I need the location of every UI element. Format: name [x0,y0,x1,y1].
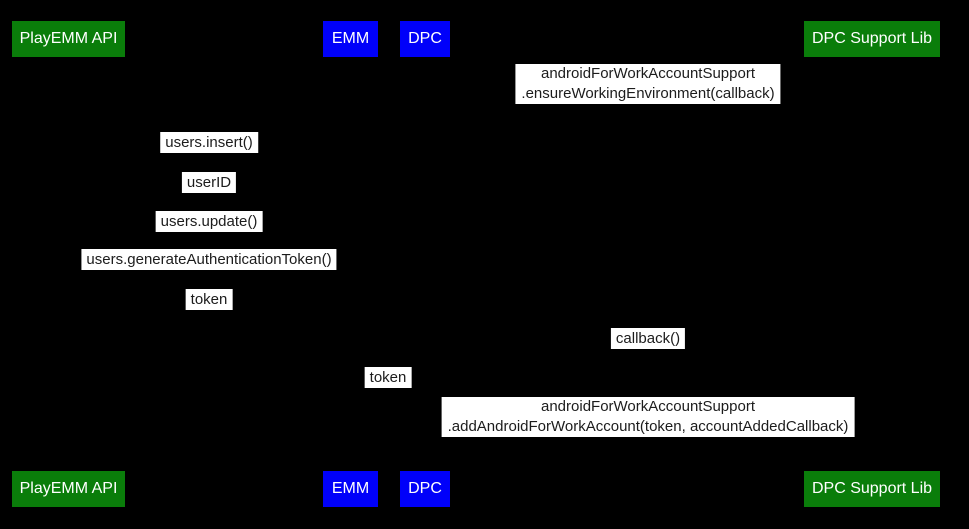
actor-dpc-support-lib-bottom: DPC Support Lib [804,471,940,507]
message-user-id: userID [181,172,237,193]
actor-emm-bottom: EMM [323,471,378,507]
actor-dpc-bottom: DPC [400,471,450,507]
actor-dpc-support-lib-top: DPC Support Lib [804,21,940,57]
actor-playemm-api-bottom: PlayEMM API [12,471,125,507]
actor-playemm-api-top: PlayEMM API [12,21,125,57]
message-line: .addAndroidForWorkAccount(token, account… [447,418,849,435]
message-token-to-dpc: token [364,367,412,388]
message-add-android-for-work-account: androidForWorkAccountSupport .addAndroid… [441,397,855,437]
actor-dpc-top: DPC [400,21,450,57]
message-callback: callback() [610,328,686,349]
actor-emm-top: EMM [323,21,378,57]
message-line: .ensureWorkingEnvironment(callback) [521,85,775,102]
message-line: androidForWorkAccountSupport [541,398,755,415]
message-users-generate-authentication-token: users.generateAuthenticationToken() [81,249,337,270]
message-ensure-working-environment: androidForWorkAccountSupport .ensureWork… [515,64,781,104]
message-users-insert: users.insert() [160,132,258,153]
message-line: androidForWorkAccountSupport [540,65,755,82]
message-token-to-emm: token [185,289,233,310]
message-users-update: users.update() [155,211,263,232]
